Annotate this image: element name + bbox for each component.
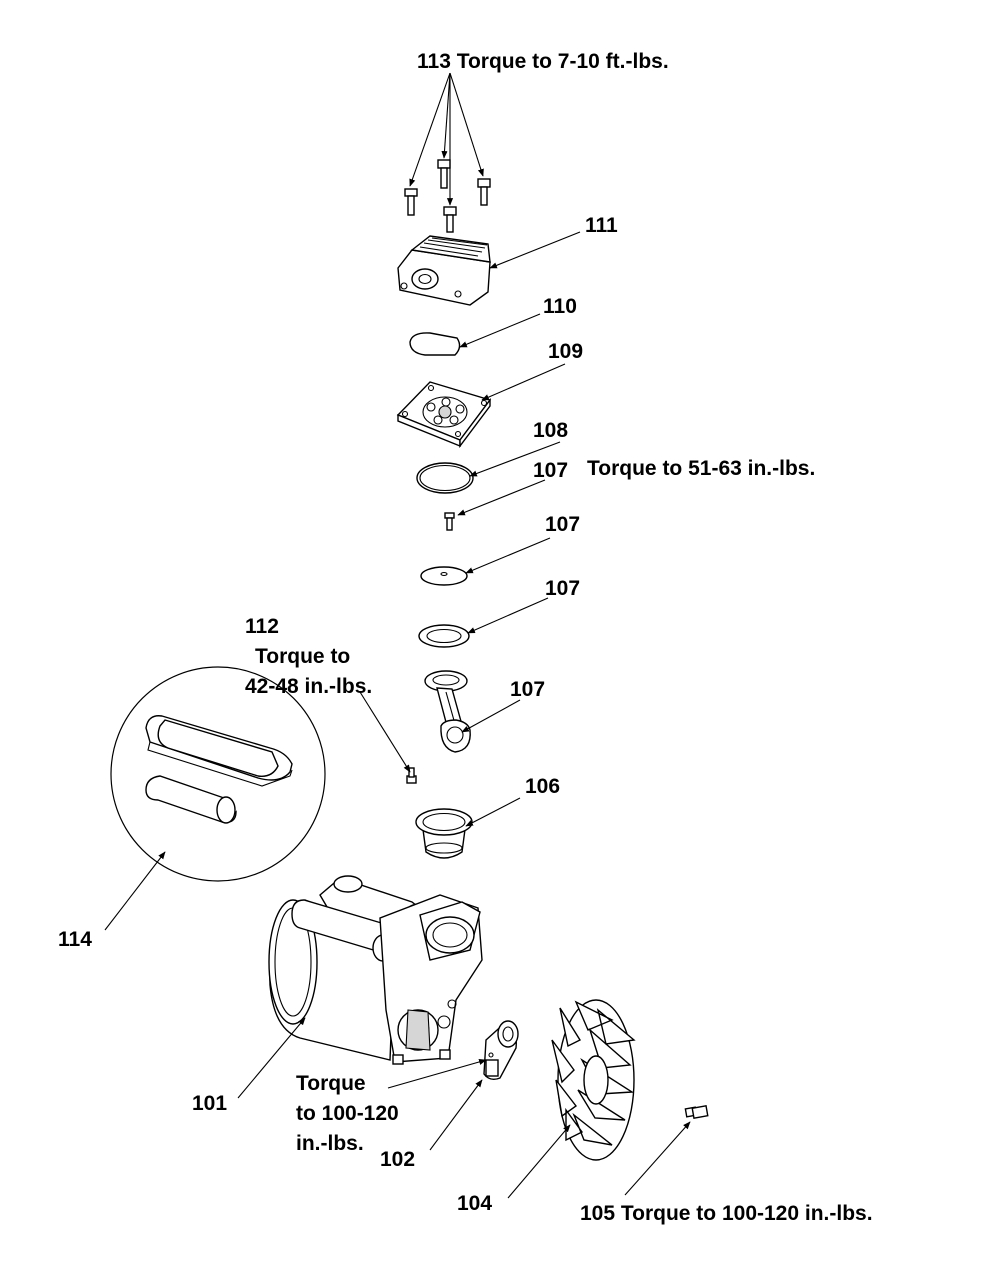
connecting-rod-107	[424, 670, 471, 753]
label-108: 108	[533, 419, 568, 442]
motor-crankcase-101	[268, 875, 483, 1065]
label-107-disc: 107	[545, 513, 580, 536]
capacitor-bracket	[145, 715, 293, 787]
label-102: 102	[380, 1148, 415, 1171]
capacitor-cylinder	[145, 775, 237, 824]
label-111: 111	[585, 214, 618, 237]
o-ring-108	[416, 462, 474, 494]
label-102-torque-line2: to 100-120	[296, 1102, 399, 1125]
label-107-rod: 107	[510, 678, 545, 701]
label-107-screw-torque: Torque to 51-63 in.-lbs.	[587, 457, 815, 480]
leader-lines	[104, 231, 691, 1199]
screw-105	[684, 1105, 709, 1119]
label-109: 109	[548, 340, 583, 363]
label-107-screw: 107	[533, 459, 568, 482]
label-107-ring: 107	[545, 577, 580, 600]
bolt-113-d	[443, 206, 457, 233]
label-112-torque-line2: 42-48 in.-lbs.	[245, 675, 372, 698]
label-101: 101	[192, 1092, 227, 1115]
label-102-torque-line1: Torque	[296, 1072, 366, 1095]
callout-labels: 113 Torque to 7-10 ft.-lbs. 111 110 109 …	[58, 50, 873, 1225]
label-110: 110	[543, 295, 577, 318]
gasket-110	[409, 332, 461, 356]
label-102-torque-line3: in.-lbs.	[296, 1132, 364, 1155]
label-113: 113 Torque to 7-10 ft.-lbs.	[417, 50, 669, 73]
bolt-113-b	[437, 159, 451, 189]
eccentric-102	[483, 1020, 519, 1081]
valve-plate-109	[396, 381, 492, 449]
label-104: 104	[457, 1192, 492, 1215]
cylinder-head-111	[397, 235, 491, 306]
label-105: 105 Torque to 100-120 in.-lbs.	[580, 1202, 873, 1225]
screw-107	[444, 512, 455, 531]
bolt-113-a	[404, 188, 418, 216]
retainer-disc-107	[420, 566, 468, 586]
bolt-113-c	[477, 178, 491, 206]
label-112-torque-line1: Torque to	[255, 645, 350, 668]
cup-ring-107	[418, 624, 470, 648]
label-106: 106	[525, 775, 560, 798]
bolts-113	[404, 72, 491, 233]
label-112: 112	[245, 615, 279, 638]
label-114: 114	[58, 928, 92, 951]
fan-104	[551, 999, 636, 1161]
detail-circle-114	[110, 666, 326, 882]
cylinder-sleeve-106	[415, 808, 473, 859]
